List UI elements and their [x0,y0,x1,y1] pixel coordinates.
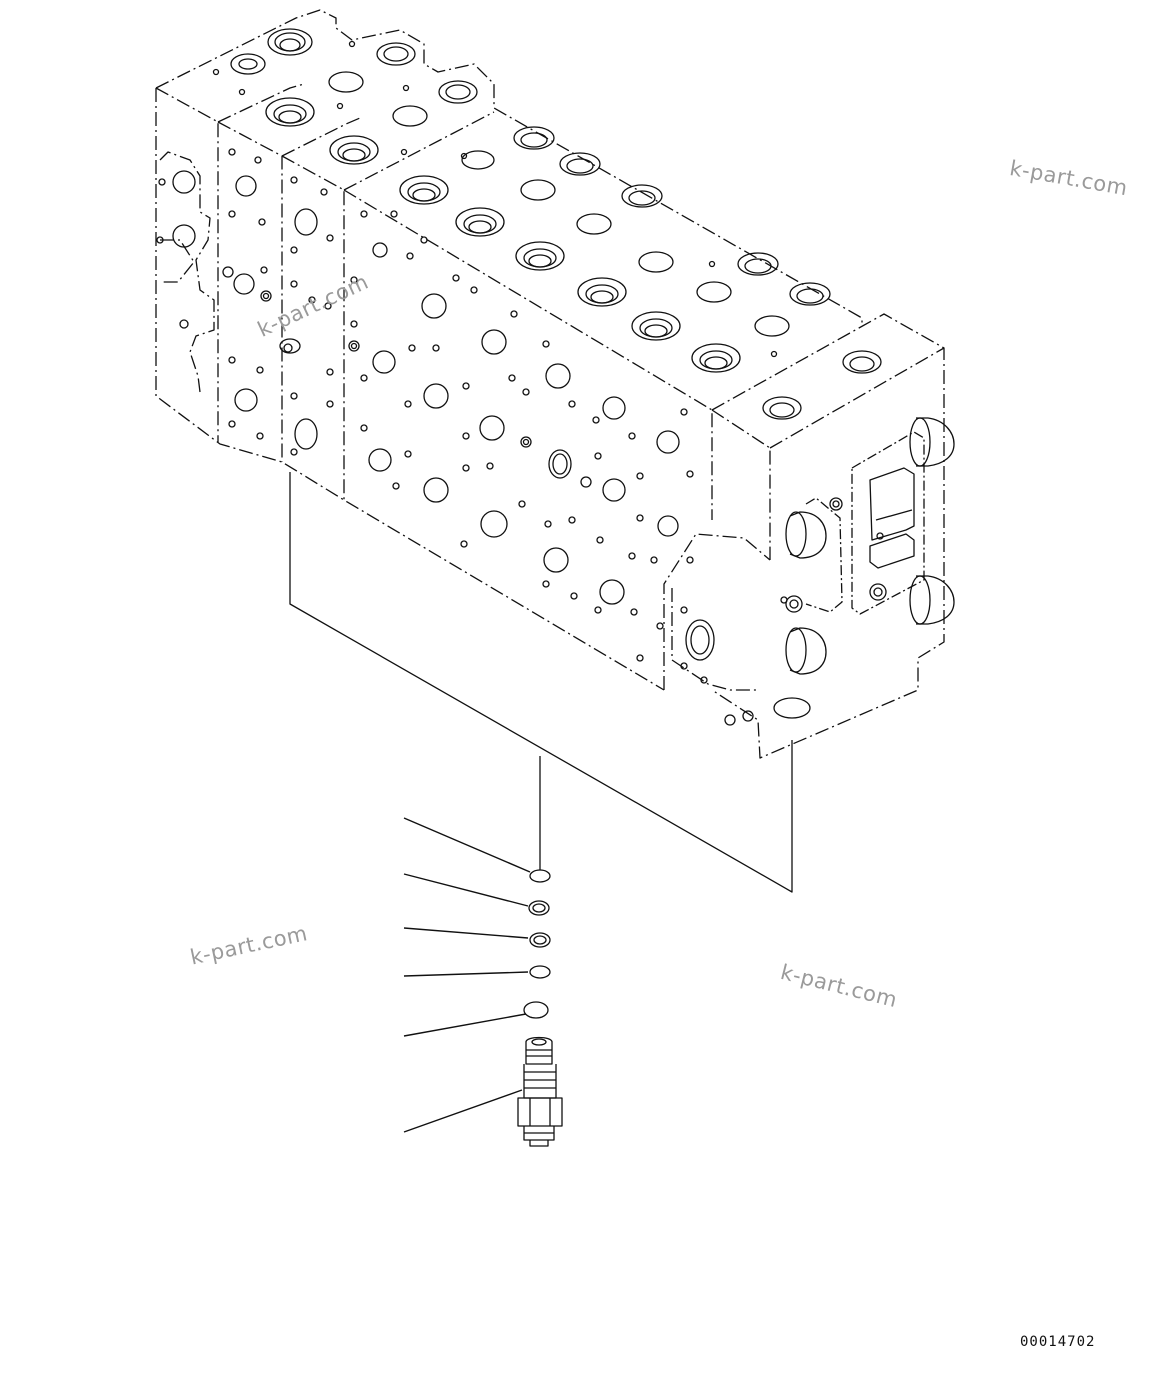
seal-part-1 [529,869,551,883]
backup-ring-part-2 [528,900,550,916]
figure-code: 00014702 [1020,1334,1096,1350]
callout-leader-6 [403,1089,523,1133]
callout-leader-5 [403,1013,527,1037]
callout-leader-2 [403,873,529,907]
front-face-holes [156,148,754,726]
seal-part-4 [529,965,551,979]
callout-leader-3 [403,927,529,939]
control-valve-body [155,9,945,759]
callout-leader-1 [403,817,531,873]
o-ring-part-5 [523,1001,549,1019]
top-ports [212,28,882,420]
valve-plug-part-6 [517,1036,563,1147]
assembly-lines [289,472,793,893]
callout-leaders [403,817,531,1133]
callout-leader-4 [403,971,529,977]
end-cap-details [773,417,955,719]
small-holes [350,210,694,662]
o-ring-part-3 [529,932,551,948]
